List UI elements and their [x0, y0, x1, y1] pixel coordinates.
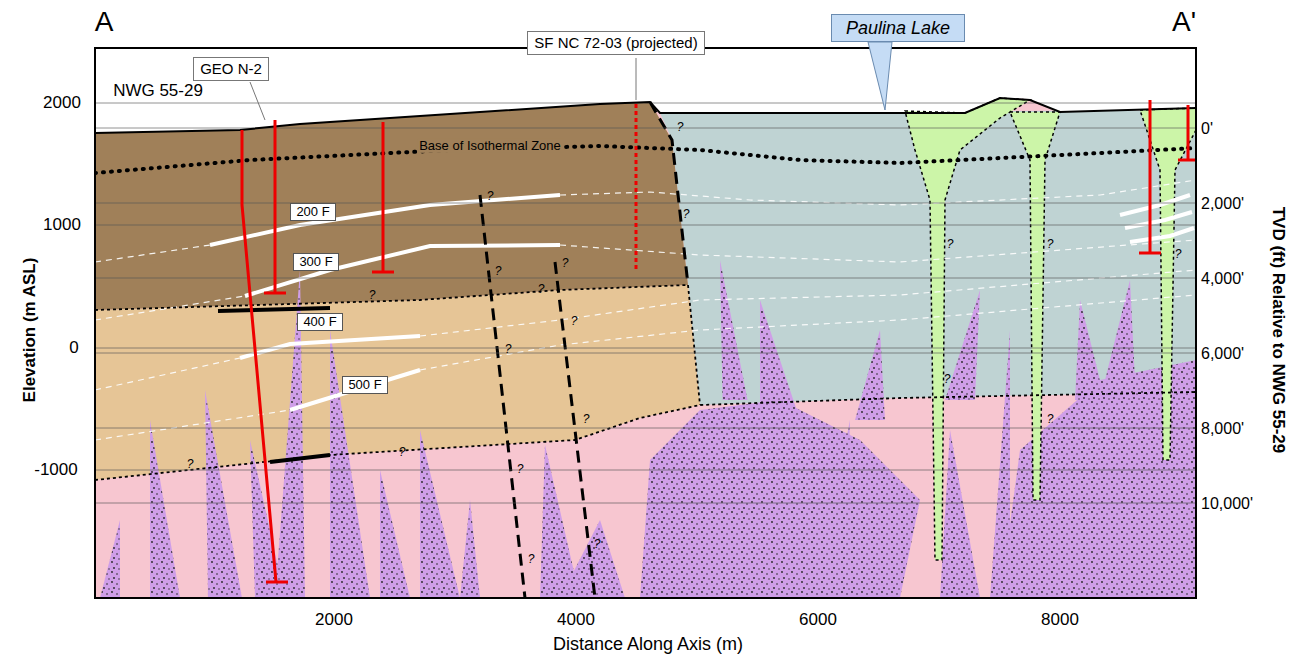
isotherm-label: 400 F	[297, 313, 342, 332]
axis-label: 8000	[1041, 611, 1079, 630]
axis-label: 0	[69, 339, 78, 358]
uncertainty-mark: ?	[583, 413, 590, 426]
uncertainty-mark: ?	[1175, 248, 1182, 261]
axis-label: 2000	[315, 611, 353, 630]
axis-label: Elevation (m ASL)	[21, 258, 40, 403]
uncertainty-mark: ?	[528, 553, 535, 566]
axis-label: NWG 55-29	[113, 82, 203, 101]
intrusion-dike	[940, 430, 980, 598]
uncertainty-mark: ?	[944, 373, 951, 386]
isotherm-label: 300 F	[293, 253, 338, 272]
intrusion-dike	[150, 420, 180, 598]
uncertainty-mark: ?	[947, 238, 954, 251]
box-text: 400 F	[303, 315, 336, 330]
box-text: 300 F	[299, 255, 332, 270]
intrusion-dike	[1105, 280, 1135, 380]
uncertainty-mark: ?	[571, 315, 578, 328]
intrusion-dike	[720, 260, 748, 400]
uncertainty-mark: ?	[1047, 413, 1054, 426]
isotherm-label: 200 F	[290, 203, 335, 222]
axis-label: TVD (ft) Relative to NWG 55-29	[1269, 207, 1288, 454]
axis-label: 10,000'	[1201, 495, 1253, 513]
section-end-label: A	[95, 7, 114, 38]
box-text: SF NC 72-03 (projected)	[534, 34, 697, 51]
box-text: 200 F	[296, 205, 329, 220]
uncertainty-mark: ?	[594, 538, 601, 551]
axis-label: 0'	[1201, 120, 1213, 138]
uncertainty-mark: ?	[505, 343, 512, 356]
axis-label: Base of Isothermal Zone	[417, 139, 563, 153]
uncertainty-mark: ?	[1047, 238, 1054, 251]
intrusion-dike	[205, 390, 242, 598]
uncertainty-mark: ?	[517, 463, 524, 476]
intrusion-dike	[420, 430, 460, 598]
intrusion-dike	[330, 330, 370, 598]
uncertainty-mark: ?	[187, 458, 194, 471]
box-text: GEO N-2	[200, 60, 262, 77]
box-text: Paulina Lake	[846, 18, 950, 39]
axis-label: 2,000'	[1201, 195, 1244, 213]
intrusion-dike	[380, 470, 410, 598]
uncertainty-mark: ?	[677, 121, 684, 134]
uncertainty-mark: ?	[683, 208, 690, 221]
uncertainty-mark: ?	[562, 257, 569, 270]
axis-label: 2000	[43, 94, 81, 113]
well-label: SF NC 72-03 (projected)	[527, 31, 704, 54]
uncertainty-mark: ?	[399, 446, 406, 459]
intrusion-dike	[250, 440, 285, 598]
axis-label: 8,000'	[1201, 420, 1244, 438]
isotherm-label: 500 F	[342, 376, 387, 395]
intrusion-dike	[460, 500, 480, 598]
intrusion-dike	[855, 330, 885, 420]
uncertainty-mark: ?	[369, 289, 376, 302]
axis-label: 4000	[557, 611, 595, 630]
axis-label: 6,000'	[1201, 345, 1244, 363]
uncertainty-mark: ?	[495, 265, 502, 278]
axis-label: Distance Along Axis (m)	[553, 635, 743, 655]
axis-label: 6000	[799, 611, 837, 630]
uncertainty-mark: ?	[487, 190, 494, 203]
well-label: GEO N-2	[193, 57, 269, 80]
axis-label: 4,000'	[1201, 270, 1244, 288]
axis-label: 1000	[43, 216, 81, 235]
section-end-label: A'	[1172, 7, 1196, 38]
lake-callout: Paulina Lake	[831, 14, 965, 43]
box-text: 500 F	[348, 378, 381, 393]
uncertainty-mark: ?	[538, 283, 545, 296]
intrusion-dike	[100, 520, 120, 598]
axis-label: -1000	[34, 461, 77, 480]
